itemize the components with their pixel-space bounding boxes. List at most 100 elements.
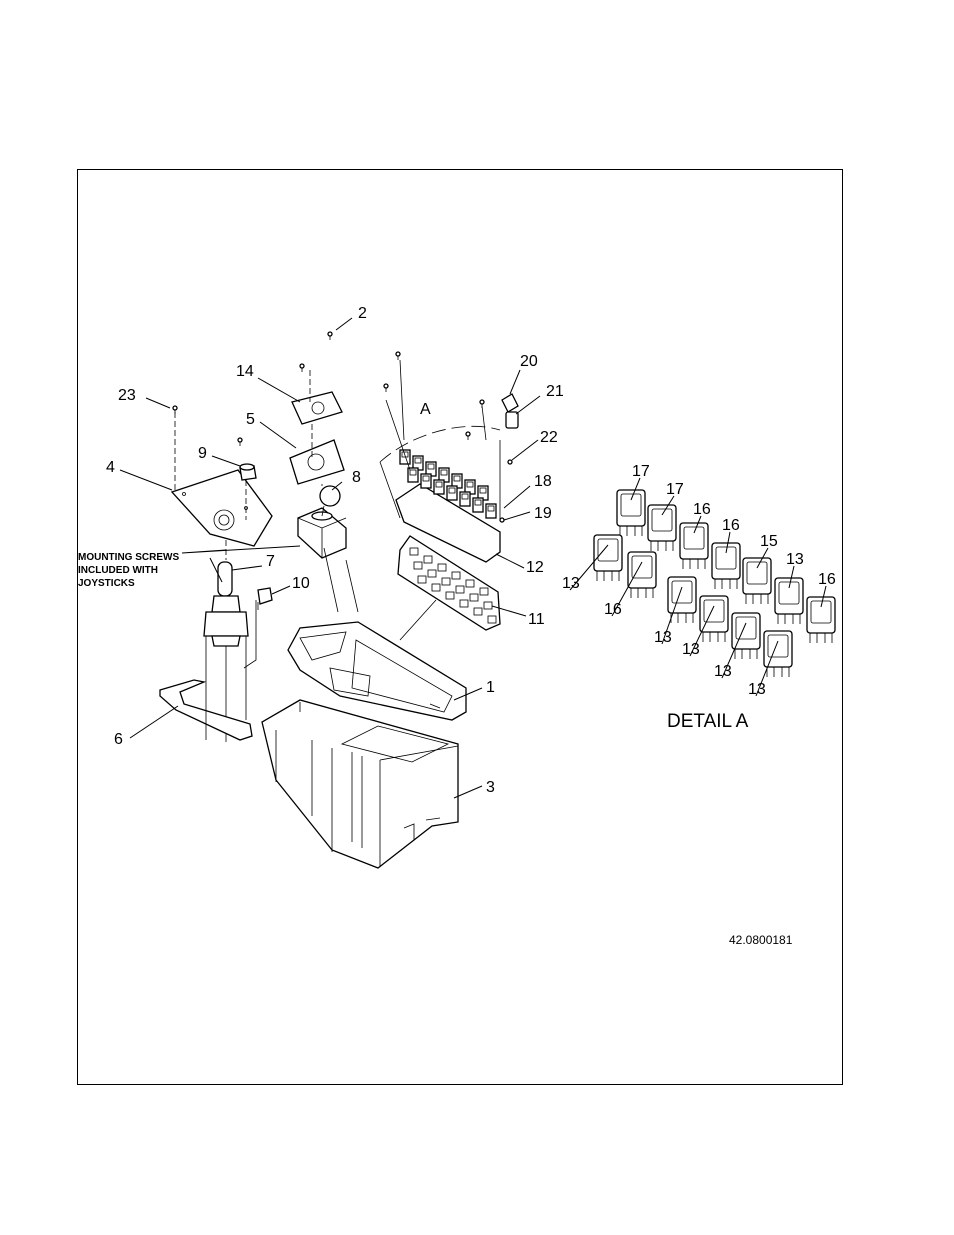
note-line-2: INCLUDED WITH xyxy=(78,565,158,576)
cluster-switch xyxy=(472,497,484,513)
cluster-switch xyxy=(433,479,445,495)
rocker-switch-13 xyxy=(721,612,761,679)
mounting-screws-note: MOUNTING SCREWS INCLUDED WITH JOYSTICKS xyxy=(78,552,179,589)
switch-cluster xyxy=(399,449,497,519)
switch-panel xyxy=(397,535,501,631)
callout-21: 21 xyxy=(546,383,564,400)
callout-14: 14 xyxy=(236,363,254,380)
detail-switch-label: 15 xyxy=(760,533,778,550)
screw-icon xyxy=(383,383,389,392)
callout-7: 7 xyxy=(266,553,275,570)
drawing-frame xyxy=(77,169,843,1085)
rocker-switch-13 xyxy=(661,576,697,645)
joystick-8 xyxy=(297,485,347,559)
rocker-switch-13 xyxy=(774,565,804,624)
panel-hole xyxy=(409,547,419,556)
detail-switch-label: 16 xyxy=(604,601,622,618)
callout-1: 1 xyxy=(486,679,495,696)
rocker-switch-13 xyxy=(755,630,793,697)
panel-hole xyxy=(427,569,437,578)
detail-a-title: DETAIL A xyxy=(667,711,749,732)
indicator-20 xyxy=(501,393,519,413)
panel-hole xyxy=(413,561,423,570)
callout-22: 22 xyxy=(540,429,558,446)
panel-hole xyxy=(417,575,427,584)
panel-hole xyxy=(423,555,433,564)
joystick-7 xyxy=(203,561,249,742)
panel-hole xyxy=(445,591,455,600)
panel-hole xyxy=(465,579,475,588)
part-22 xyxy=(507,459,513,465)
callout-4: 4 xyxy=(106,459,115,476)
mounting-plate-5 xyxy=(289,439,345,485)
panel-hole xyxy=(431,583,441,592)
callout-2: 2 xyxy=(358,305,367,322)
knob-9 xyxy=(239,463,257,481)
callouts: 2 14 23 5 9 4 8 7 10 6 20 21 A 22 18 19 … xyxy=(106,305,564,796)
note-line-1: MOUNTING SCREWS xyxy=(78,552,179,563)
screw-icon xyxy=(172,405,178,414)
rocker-switch-16 xyxy=(806,585,836,643)
cluster-switch xyxy=(485,503,497,519)
callout-23: 23 xyxy=(118,387,136,404)
callout-10: 10 xyxy=(292,575,310,592)
rocker-switch-17 xyxy=(647,495,677,551)
rocker-switch-13 xyxy=(689,595,729,657)
callout-A: A xyxy=(420,401,431,418)
rocker-switch-13 xyxy=(569,534,623,591)
screw-icon xyxy=(237,437,243,446)
panel-hole xyxy=(437,563,447,572)
rocker-switch-15 xyxy=(742,547,772,604)
detail-switch-label: 16 xyxy=(722,517,740,534)
panel-hole xyxy=(487,615,497,624)
rocker-switch-16 xyxy=(679,515,709,569)
detail-switch-label: 13 xyxy=(714,663,732,680)
panel-hole xyxy=(473,607,483,616)
callout-3: 3 xyxy=(486,779,495,796)
connector-10 xyxy=(257,587,273,610)
console-lid xyxy=(287,621,467,721)
cluster-switch xyxy=(399,449,411,465)
cluster-switch xyxy=(407,467,419,483)
detail-switch-label: 13 xyxy=(682,641,700,658)
panel-hole xyxy=(459,599,469,608)
note-line-3: JOYSTICKS xyxy=(78,578,135,589)
screw-icon xyxy=(299,363,305,372)
mounting-plate-14 xyxy=(291,391,343,425)
callout-20: 20 xyxy=(520,353,538,370)
detail-switch-label: 16 xyxy=(693,501,711,518)
callout-12: 12 xyxy=(526,559,544,576)
rocker-switch-17 xyxy=(616,477,646,536)
part-19 xyxy=(499,517,505,523)
gasket-plate xyxy=(395,483,501,563)
callout-8: 8 xyxy=(352,469,361,486)
joystick-base-plate xyxy=(170,469,273,547)
leader-lines xyxy=(119,317,541,799)
screw-icon xyxy=(465,431,471,440)
callout-9: 9 xyxy=(198,445,207,462)
detail-switch-label: 13 xyxy=(562,575,580,592)
cluster-switch xyxy=(420,473,432,489)
detail-switch-label: 16 xyxy=(818,571,836,588)
callout-11: 11 xyxy=(528,611,545,628)
detail-switch-label: 17 xyxy=(632,463,650,480)
cluster-switch xyxy=(459,491,471,507)
screws xyxy=(172,331,485,446)
screw-icon xyxy=(327,331,333,340)
rocker-switch-16 xyxy=(611,551,657,617)
detail-switch-label: 17 xyxy=(666,481,684,498)
rocker-switch-16 xyxy=(711,531,741,589)
callout-19: 19 xyxy=(534,505,552,522)
panel-hole xyxy=(441,577,451,586)
callout-18: 18 xyxy=(534,473,552,490)
console-tub xyxy=(261,699,459,869)
panel-hole xyxy=(451,571,461,580)
callout-6: 6 xyxy=(114,731,123,748)
callout-5: 5 xyxy=(246,411,255,428)
lamp-holder-21 xyxy=(505,411,519,429)
panel-hole xyxy=(455,585,465,594)
document-number: 42.0800181 xyxy=(729,933,793,947)
panel-hole xyxy=(479,587,489,596)
detail-switch-label: 13 xyxy=(748,681,766,698)
